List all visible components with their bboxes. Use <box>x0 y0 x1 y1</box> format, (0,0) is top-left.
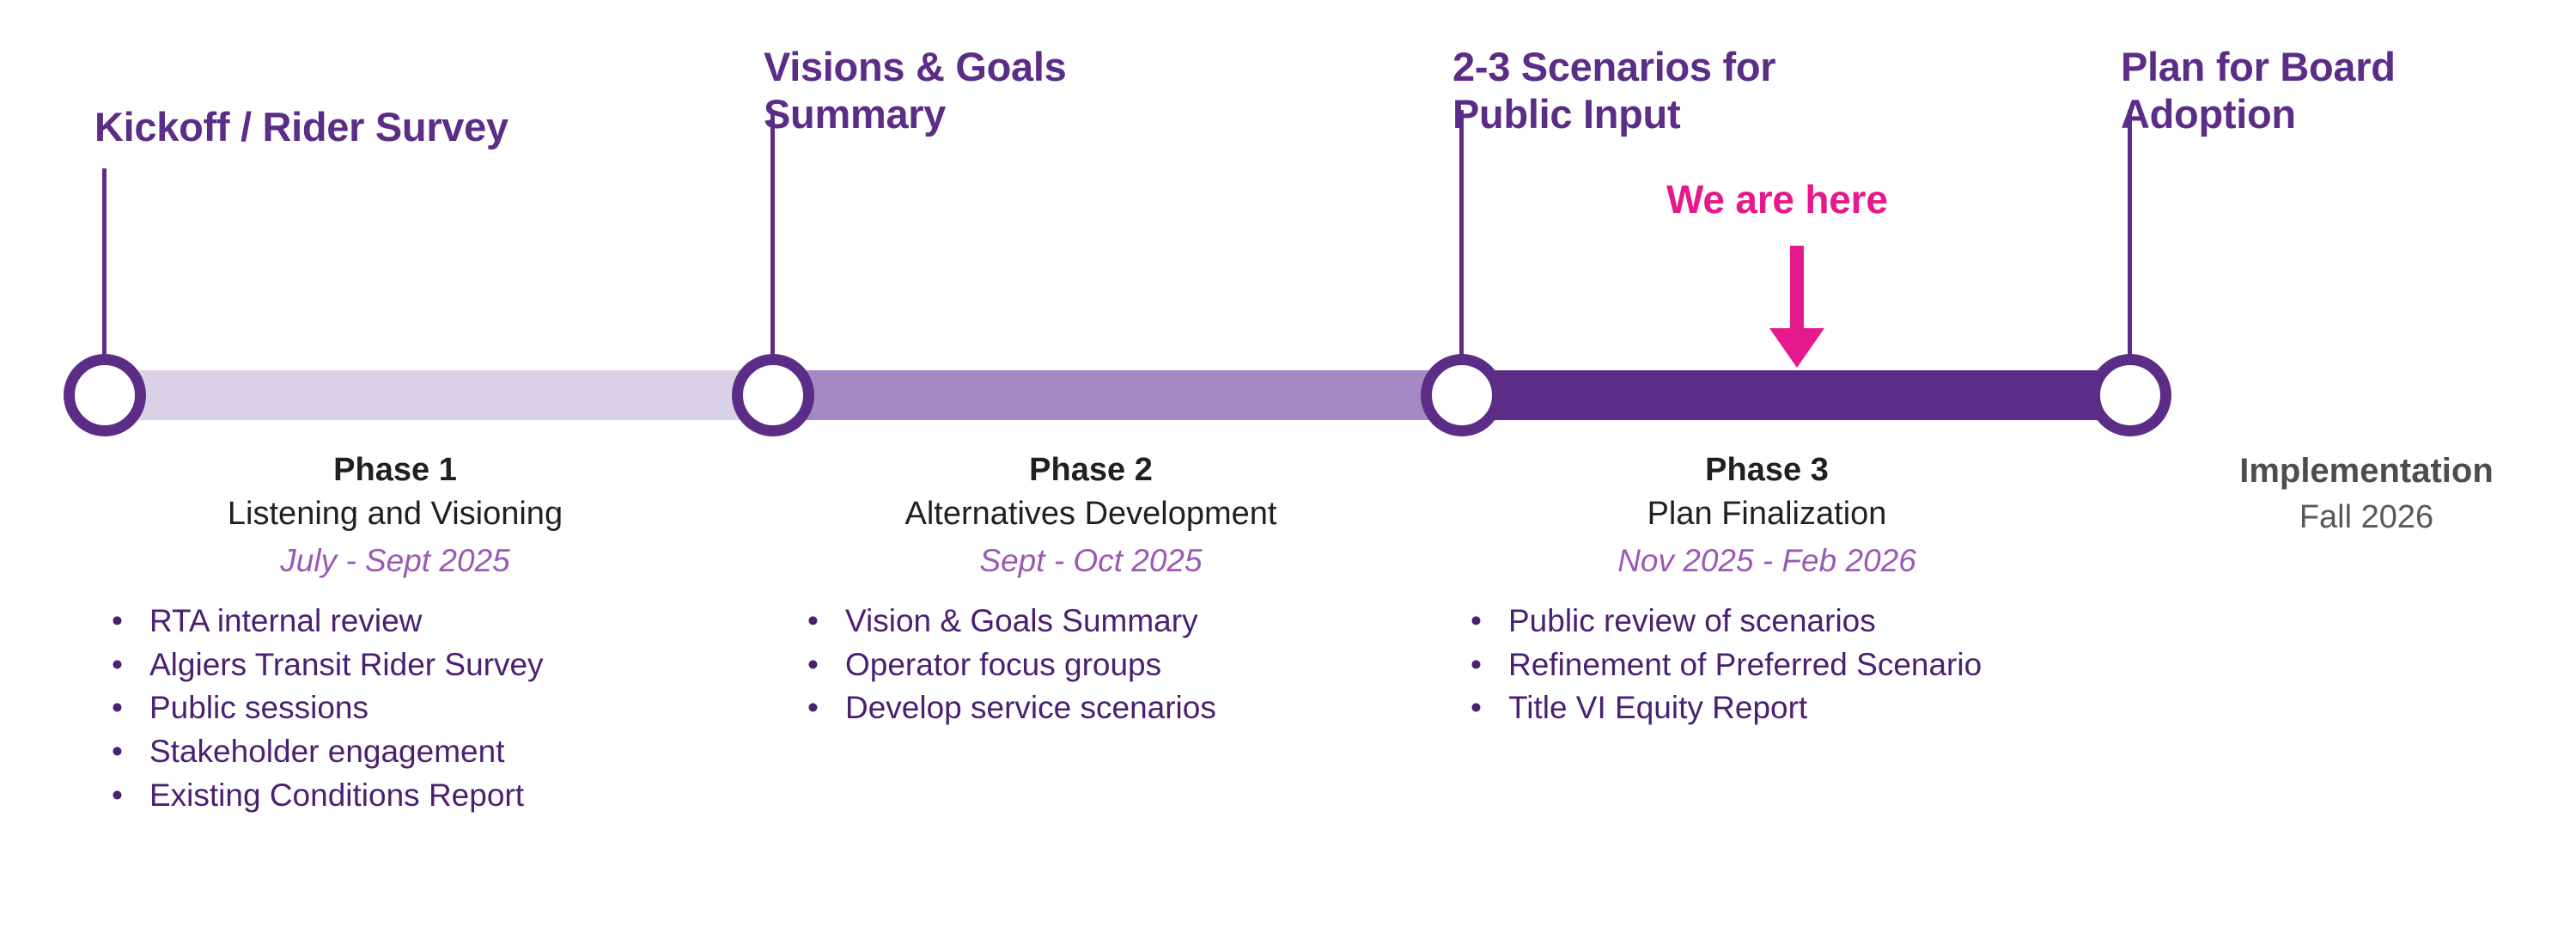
milestone-stem-1 <box>102 168 107 359</box>
list-item-label: Algiers Transit Rider Survey <box>149 646 544 682</box>
phase-item-list: • RTA internal review • Algiers Transit … <box>112 600 679 817</box>
timeline-node-4[interactable] <box>2089 354 2171 436</box>
phase-dates: July - Sept 2025 <box>280 542 510 578</box>
timeline-segment-phase-3 <box>1462 370 2149 420</box>
phase-title: Phase 3 <box>1705 452 1829 488</box>
phase-block-1: Phase 1 Listening and Visioning July - S… <box>112 450 679 818</box>
timeline-node-2[interactable] <box>732 354 814 436</box>
list-item: • Stakeholder engagement <box>112 730 679 774</box>
bullet-icon: • <box>1471 690 1482 726</box>
bullet-icon: • <box>1471 646 1482 682</box>
timeline-segment-phase-2 <box>773 370 1481 420</box>
list-item: • Public sessions <box>112 686 679 730</box>
bullet-icon: • <box>112 603 123 639</box>
list-item-label: Stakeholder engagement <box>149 734 505 770</box>
list-item: • Algiers Transit Rider Survey <box>112 643 679 687</box>
list-item-label: Public review of scenarios <box>1508 603 1876 639</box>
bullet-icon: • <box>112 734 123 770</box>
bullet-icon: • <box>1471 603 1482 639</box>
list-item: • Refinement of Preferred Scenario <box>1471 643 2063 687</box>
list-item-label: Public sessions <box>149 690 369 726</box>
bullet-icon: • <box>112 646 123 682</box>
list-item-label: Operator focus groups <box>845 646 1162 682</box>
bullet-icon: • <box>807 646 819 682</box>
milestone-label-plan-board-adoption: Plan for Board Adoption <box>2121 44 2396 137</box>
phase-dates: Nov 2025 - Feb 2026 <box>1617 542 1916 578</box>
bullet-icon: • <box>112 690 123 726</box>
list-item: • RTA internal review <box>112 600 679 643</box>
list-item: • Existing Conditions Report <box>112 774 679 818</box>
implementation-title: Implementation <box>2239 452 2494 490</box>
phase-subtitle: Listening and Visioning <box>227 496 563 533</box>
implementation-subtitle: Fall 2026 <box>2299 499 2434 535</box>
list-item-label: Develop service scenarios <box>845 690 1216 726</box>
list-item: • Develop service scenarios <box>807 686 1374 730</box>
phase-item-list: • Vision & Goals Summary • Operator focu… <box>807 600 1374 730</box>
list-item-label: Refinement of Preferred Scenario <box>1508 646 1982 682</box>
phase-block-2: Phase 2 Alternatives Development Sept - … <box>807 450 1374 730</box>
milestone-label-visions-goals-summary: Visions & Goals Summary <box>764 44 1067 137</box>
implementation-block: Implementation Fall 2026 <box>2165 450 2568 539</box>
phase-dates: Sept - Oct 2025 <box>979 542 1203 578</box>
list-item: • Operator focus groups <box>807 643 1374 687</box>
timeline-node-1[interactable] <box>64 354 146 436</box>
phase-subtitle: Alternatives Development <box>904 496 1277 533</box>
milestone-stem-4 <box>2128 110 2132 359</box>
bullet-icon: • <box>112 777 123 813</box>
phase-title: Phase 1 <box>333 452 457 488</box>
list-item: • Title VI Equity Report <box>1471 686 2063 730</box>
we-are-here-label: We are here <box>1666 177 1888 222</box>
down-arrow-icon <box>1763 246 1831 372</box>
timeline-node-3[interactable] <box>1421 354 1503 436</box>
milestone-stem-3 <box>1459 110 1464 359</box>
list-item-label: Title VI Equity Report <box>1508 690 1808 726</box>
list-item-label: Vision & Goals Summary <box>845 603 1198 639</box>
milestone-label-kickoff-rider-survey: Kickoff / Rider Survey <box>94 104 509 149</box>
list-item: • Vision & Goals Summary <box>807 600 1374 643</box>
timeline-segment-phase-1 <box>105 370 792 420</box>
list-item: • Public review of scenarios <box>1471 600 2063 643</box>
bullet-icon: • <box>807 603 819 639</box>
milestone-stem-2 <box>770 110 775 359</box>
phase-title: Phase 2 <box>1029 452 1153 488</box>
milestone-label-scenarios-public-input: 2-3 Scenarios for Public Input <box>1452 44 1776 137</box>
phase-subtitle: Plan Finalization <box>1647 496 1887 533</box>
phase-block-3: Phase 3 Plan Finalization Nov 2025 - Feb… <box>1471 450 2063 730</box>
bullet-icon: • <box>807 690 819 726</box>
phase-item-list: • Public review of scenarios • Refinemen… <box>1471 600 2063 730</box>
list-item-label: Existing Conditions Report <box>149 777 524 813</box>
list-item-label: RTA internal review <box>149 603 423 639</box>
